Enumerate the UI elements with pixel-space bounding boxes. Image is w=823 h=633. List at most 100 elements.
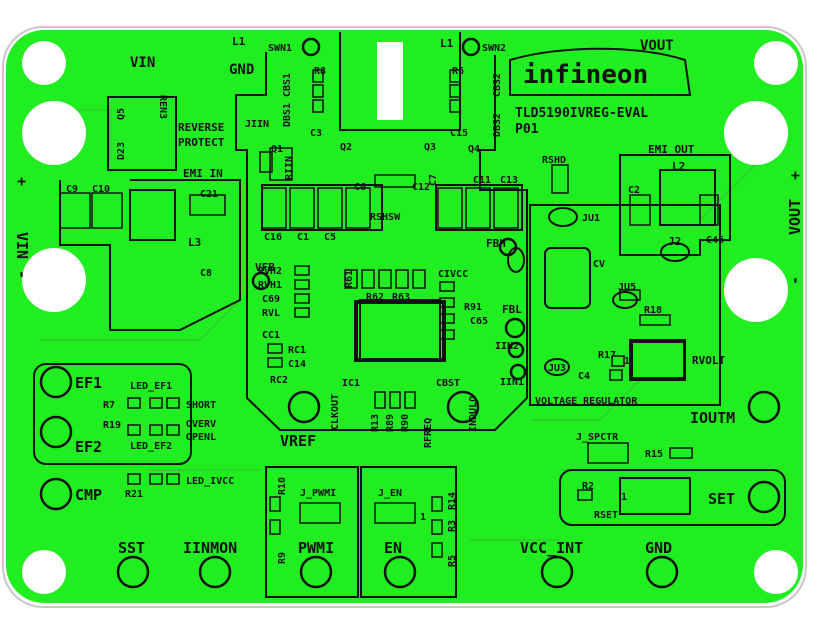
logo-brand: infineon: [523, 60, 648, 90]
tp-gnd: GND: [645, 539, 672, 557]
ref-jiin: JIIN: [245, 119, 269, 130]
ic-pins: [354, 300, 446, 362]
ref-c9: C9: [66, 184, 78, 195]
label-plus-right: +: [786, 171, 804, 180]
ref-r9: R9: [277, 552, 288, 564]
terminal-vin-top: [22, 101, 86, 165]
ref-rshsw: RSHSW: [370, 212, 401, 223]
ref-riin: RIIN: [284, 156, 295, 180]
tp-pwmi: PWMI: [298, 539, 334, 557]
ref-pin1-a: 1: [624, 356, 630, 367]
silkscreen-labels: infineon TLD5190IVREG-EVAL P01 VIN GND V…: [13, 35, 804, 567]
tp-rvolt: RVOLT: [692, 354, 725, 367]
ref-l1b: L1: [440, 37, 454, 50]
ref-led-ef2: LED_EF2: [130, 441, 172, 452]
mount-hole-top-right: [754, 41, 798, 85]
tp-clkout: CLKOUT: [330, 394, 341, 430]
ref-c10: C10: [92, 184, 110, 195]
label-minus-left: -: [13, 270, 31, 279]
ref-r62: R62: [366, 292, 384, 303]
ref-c11: C11: [473, 175, 491, 186]
ref-rc2: RC2: [270, 375, 288, 386]
ref-j-pwmi: J_PWMI: [300, 488, 336, 499]
label-vout-top: VOUT: [640, 38, 674, 54]
ref-c12: C12: [412, 182, 430, 193]
ref-j-spctr: J_SPCTR: [576, 432, 619, 443]
component-pads: [59, 69, 719, 558]
tp-fbl: FBL: [502, 303, 522, 316]
ref-r13: R13: [370, 414, 381, 432]
section-voltage-regulator: VOLTAGE REGULATOR: [535, 396, 638, 407]
ref-q3: Q3: [424, 142, 436, 153]
ref-c7: C7: [428, 174, 439, 186]
ref-cbst: CBST: [436, 378, 460, 389]
tp-sst: SST: [118, 539, 145, 557]
ref-rshd: RSHD: [542, 155, 566, 166]
board-copper: [6, 30, 803, 603]
tp-swn1: SWN1: [268, 43, 292, 54]
ref-ren3: REN3: [157, 95, 168, 119]
ref-c14: C14: [288, 359, 306, 370]
ref-q5: Q5: [116, 108, 127, 120]
tp-indulo: INDULO: [468, 396, 479, 432]
label-vout-side: VOUT: [786, 199, 804, 235]
mount-hole-bottom-right: [754, 550, 798, 594]
ref-c15: C15: [450, 128, 468, 139]
ref-r18: R18: [644, 305, 662, 316]
tp-fbh: FBH: [486, 237, 506, 250]
ref-r15: R15: [645, 449, 663, 460]
ref-c16: C16: [264, 232, 282, 243]
ref-q1: Q1: [271, 144, 283, 155]
power-terminals: [22, 101, 788, 322]
terminal-vout-bottom: [724, 258, 788, 322]
ref-c65: C65: [470, 316, 488, 327]
mount-hole-top-left: [22, 41, 66, 85]
ref-c13: C13: [500, 175, 518, 186]
ref-openl: OPENL: [186, 432, 216, 443]
ref-c6: C6: [354, 182, 366, 193]
ref-led-ivcc: LED_IVCC: [186, 476, 234, 487]
ref-c4: C4: [578, 371, 590, 382]
ref-l2: L2: [672, 160, 685, 173]
ref-led-ef1: LED_EF1: [130, 381, 172, 392]
ref-c46: C46: [706, 235, 724, 246]
ref-l1a: L1: [232, 35, 246, 48]
ref-c1: C1: [297, 232, 309, 243]
round-parts: [507, 207, 690, 376]
ref-dbs1: DBS1: [282, 103, 293, 127]
ref-c2: C2: [628, 185, 640, 196]
rvolt-pot-body: [631, 341, 685, 379]
terminal-vin-bottom: [22, 248, 86, 312]
label-minus-right: -: [786, 276, 804, 285]
logo-board-name: TLD5190IVREG-EVAL: [515, 106, 648, 121]
ref-overv: OVERV: [186, 419, 216, 430]
tp-ioutm: IOUTM: [690, 409, 735, 427]
ref-cc1: CC1: [262, 330, 280, 341]
ref-pin1-b: 1: [621, 492, 627, 503]
logo-revision: P01: [515, 122, 539, 137]
ref-rvh1: RVH1: [258, 280, 282, 291]
ref-rvh2: RVH2: [258, 266, 282, 277]
ref-r19: R19: [103, 420, 121, 431]
ref-rset: RSET: [594, 510, 618, 521]
ref-r10: R10: [277, 477, 288, 495]
ref-d23: D23: [116, 142, 127, 160]
ref-r91: R91: [464, 302, 482, 313]
tp-iinmon: IINMON: [183, 539, 237, 557]
terminal-vout-top: [724, 101, 788, 165]
ref-r61: R61: [344, 270, 355, 288]
ref-ju1: JU1: [582, 213, 600, 224]
ref-pin1-c: 1: [420, 512, 426, 523]
ref-short: SHORT: [186, 400, 216, 411]
ref-c3: C3: [310, 128, 322, 139]
ref-r17: R17: [598, 350, 616, 361]
ref-c5: C5: [324, 232, 336, 243]
ref-c69: C69: [262, 294, 280, 305]
inductor-slot: [377, 42, 403, 120]
ref-q2: Q2: [340, 142, 352, 153]
ref-r3: R3: [447, 520, 458, 532]
section-emi-out: EMI OUT: [648, 143, 695, 156]
tp-set: SET: [708, 490, 735, 508]
mounting-holes: [22, 41, 798, 594]
